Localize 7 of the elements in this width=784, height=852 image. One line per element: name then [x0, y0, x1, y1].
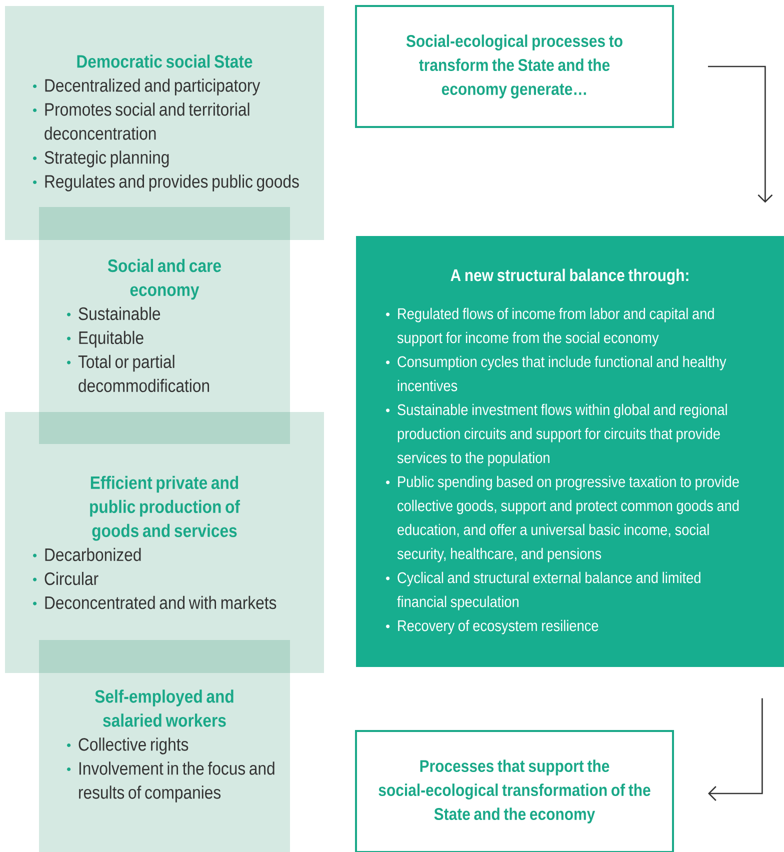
process-box: Social-ecological processes to transform the State and the economy generate… — [355, 5, 674, 128]
elbow-arrow — [708, 66, 773, 203]
text-panel: Self-employed and salaried workers Collective rights Involvement in the focus and results of companies — [39, 640, 290, 852]
highlight-box: A new structural balance through: Regulated flows of income from labor and capital and support for income from the social economy Consumption cycles that include functional and healthy incentives Sustainable investment flows within global and regional production circuits and support for circuits that provide services to the population Public spending based on progressive taxation to provide collective goods, support and protect common goods and education, and offer a universal basic income, social security, healthcare, and pensions Cyclical and structural external balance and limited financial speculation Recovery of ecosystem resilience — [356, 236, 784, 667]
elbow-arrow — [708, 698, 763, 801]
process-box: Processes that support the social-ecological transformation of the State and the economy — [355, 730, 674, 852]
text-panel: Efficient private and public production of goods and services Decarbonized Circular Deconcentrated and with markets — [5, 412, 324, 673]
